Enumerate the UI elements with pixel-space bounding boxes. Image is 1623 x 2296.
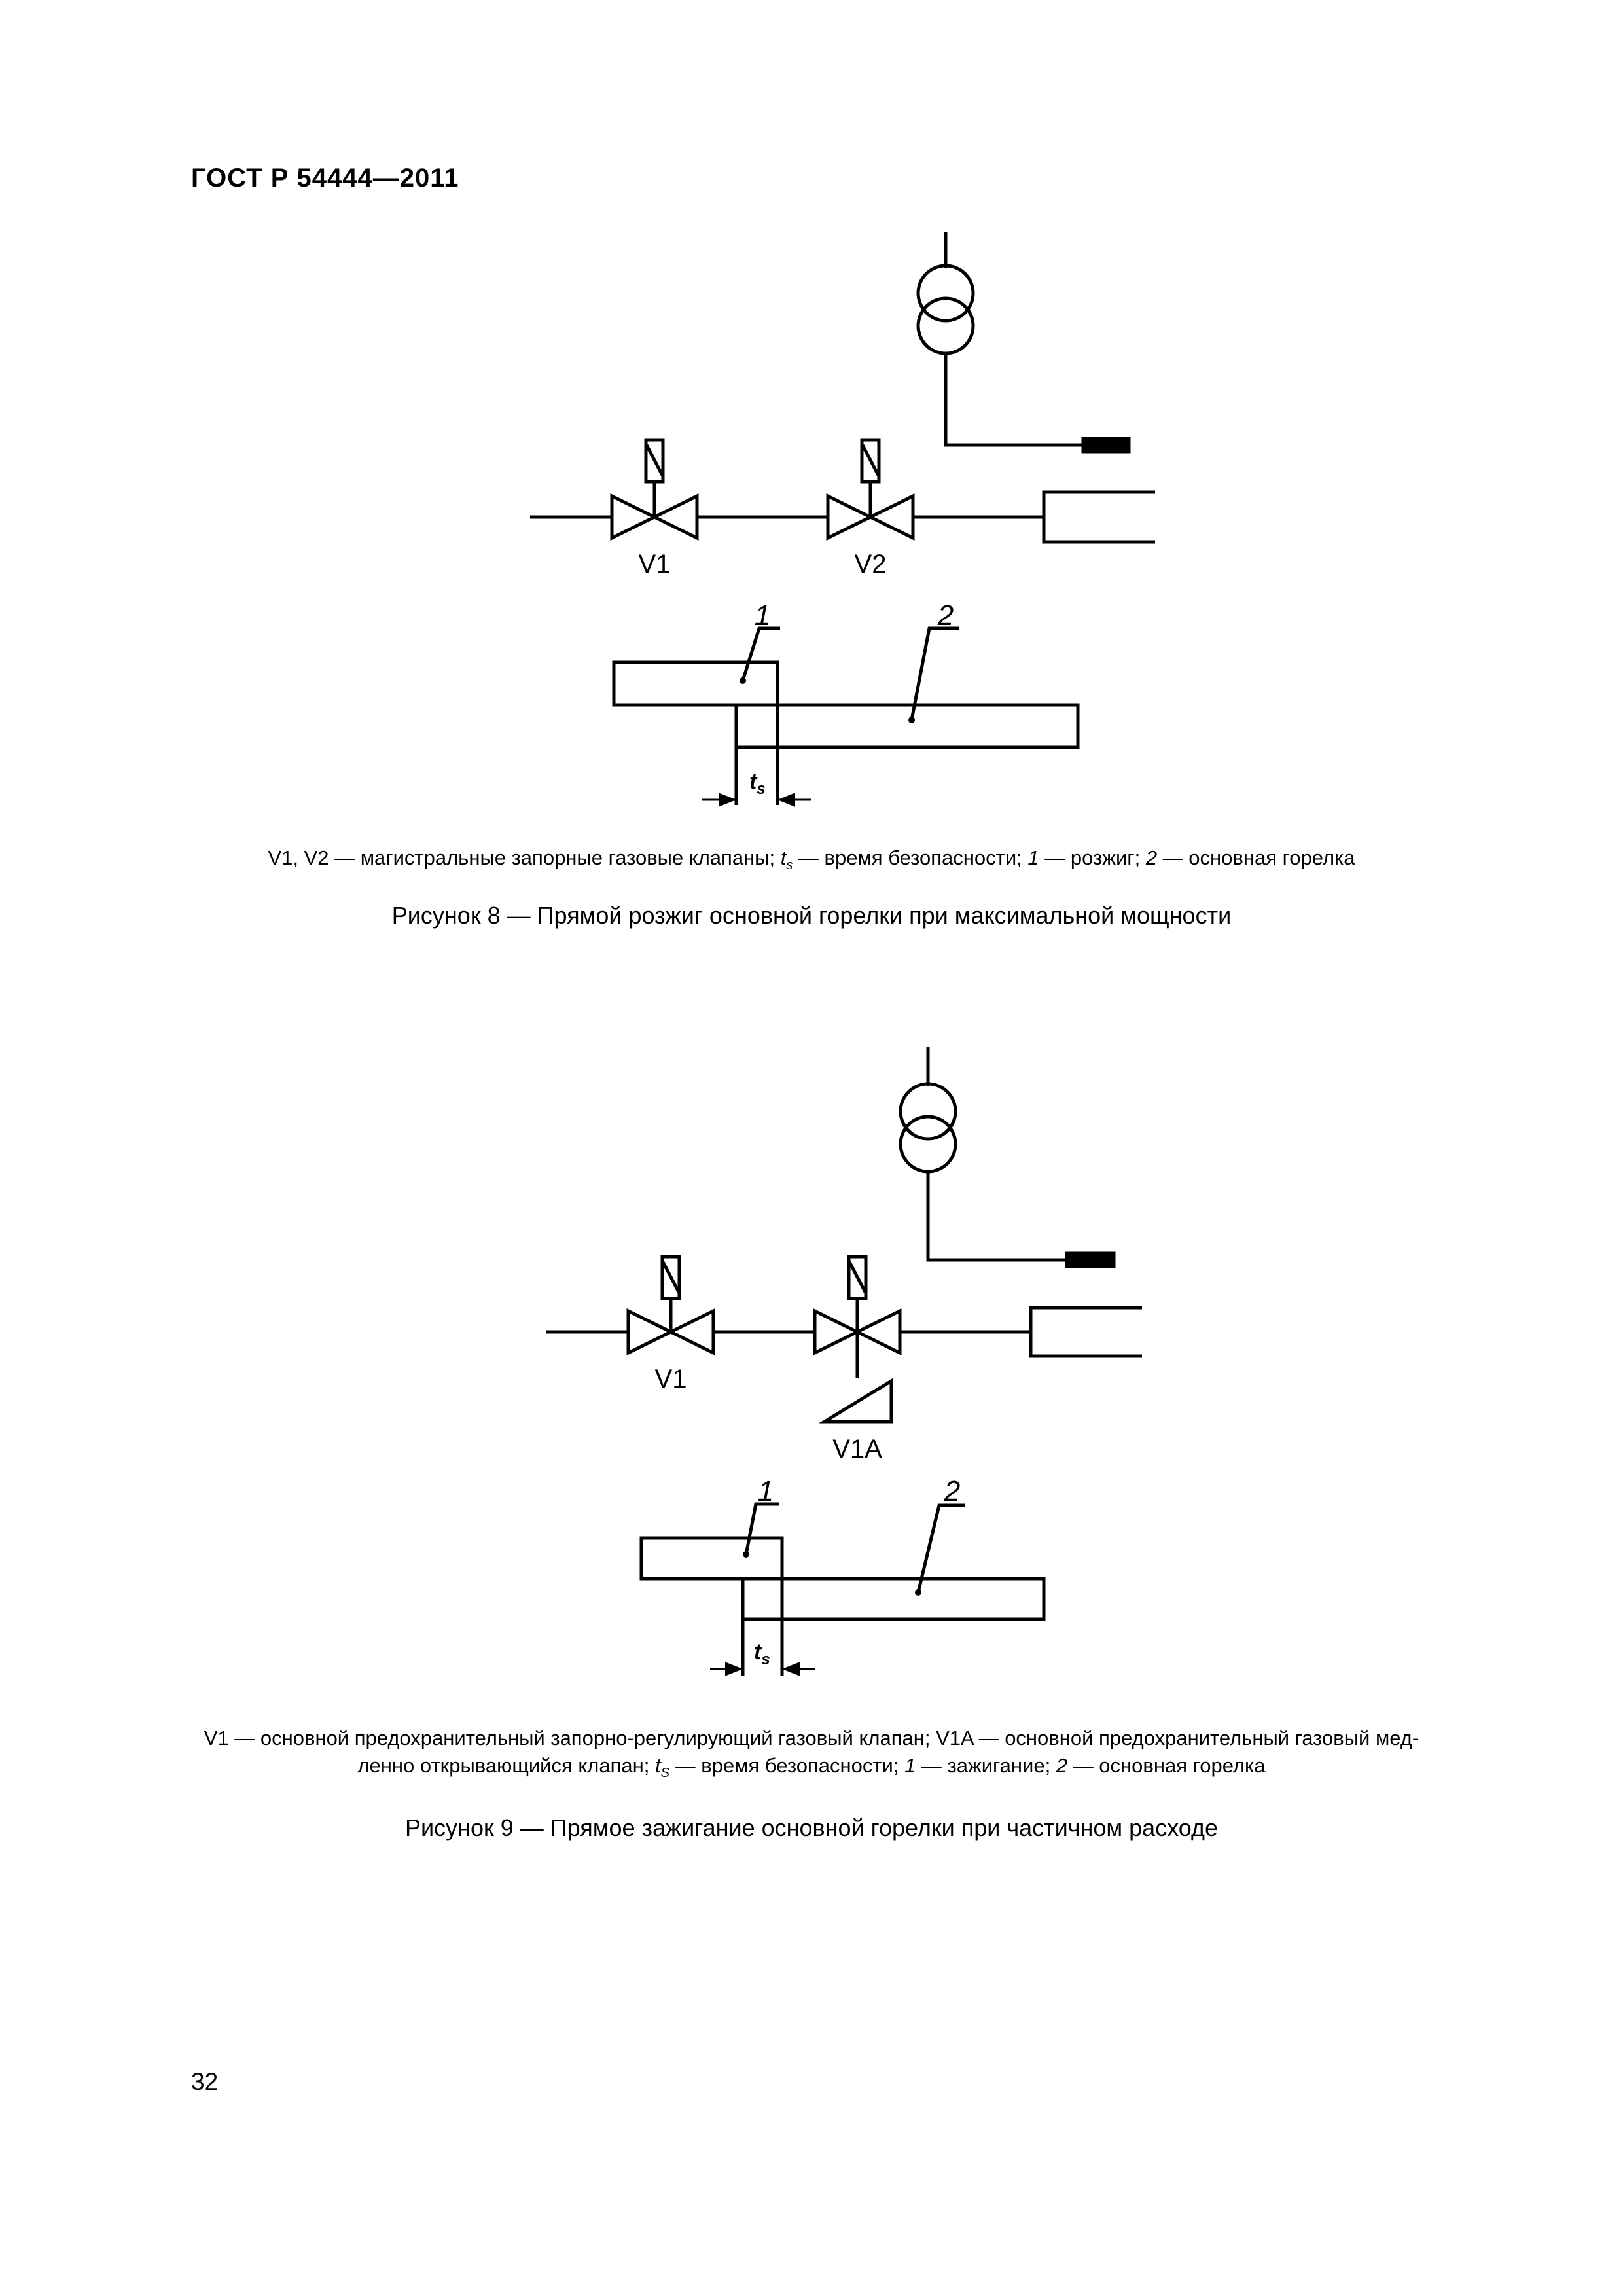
valve-v1a-label: V1A bbox=[832, 1435, 882, 1463]
figure-8-legend: V1, V2 — магистральные запорные газовые … bbox=[268, 846, 1355, 873]
document-header: ГОСТ Р 54444—2011 bbox=[191, 164, 459, 192]
leader-2 bbox=[916, 1503, 965, 1593]
valve-v1-label: V1 bbox=[655, 1365, 687, 1393]
ignition-bar bbox=[612, 660, 779, 707]
main-burner-bar bbox=[734, 703, 1080, 749]
ignition-transformer-icon bbox=[916, 232, 1083, 447]
figure-9-legend-line-1: V1 — основной предохранительный запорно-… bbox=[204, 1727, 1419, 1749]
valve-v2-icon bbox=[826, 438, 915, 541]
valve-v1-label: V1 bbox=[639, 550, 671, 579]
position-2-label: 2 bbox=[937, 600, 954, 632]
valve-v2-label: V2 bbox=[855, 550, 887, 579]
burner-icon bbox=[1042, 490, 1155, 544]
leader-2 bbox=[910, 626, 959, 721]
ignition-bar bbox=[639, 1536, 784, 1581]
burner-icon bbox=[1029, 1306, 1142, 1358]
valve-v1-icon bbox=[610, 438, 699, 541]
figure-9-legend: V1 — основной предохранительный запорно-… bbox=[183, 1725, 1440, 1787]
figure-9-diagram: V1 V1A 1 2 ts bbox=[546, 1047, 1142, 1676]
ignition-electrode-icon bbox=[1081, 437, 1131, 454]
leader-1 bbox=[741, 626, 780, 681]
position-1-label: 1 bbox=[755, 600, 770, 632]
valve-v1a-icon bbox=[813, 1255, 902, 1424]
figure-9-legend-line-2: ленно открывающийся клапан; tS — время б… bbox=[357, 1754, 1266, 1781]
figure-8: V1 V2 1 2 ts V1, V2 — магистральные запо… bbox=[0, 0, 1623, 949]
valve-v1-icon bbox=[626, 1255, 715, 1356]
figure-9-caption: Рисунок 9 — Прямое зажигание основной го… bbox=[404, 1814, 1219, 1841]
main-burner-bar bbox=[741, 1577, 1046, 1621]
figure-8-diagram: V1 V2 1 2 ts bbox=[530, 232, 1155, 807]
ignition-transformer-icon bbox=[899, 1047, 1067, 1262]
figure-9: V1 V1A 1 2 ts V1 — основной предохраните… bbox=[0, 1021, 1623, 1872]
figure-8-caption: Рисунок 8 — Прямой розжиг основной горел… bbox=[391, 902, 1232, 929]
leader-1 bbox=[744, 1502, 779, 1555]
ignition-electrode-icon bbox=[1065, 1251, 1116, 1268]
safety-time-label: ts bbox=[749, 769, 766, 798]
position-2-label: 2 bbox=[944, 1475, 960, 1507]
safety-time-label: ts bbox=[754, 1640, 770, 1668]
page-number: 32 bbox=[191, 2068, 219, 2095]
position-1-label: 1 bbox=[758, 1475, 774, 1507]
